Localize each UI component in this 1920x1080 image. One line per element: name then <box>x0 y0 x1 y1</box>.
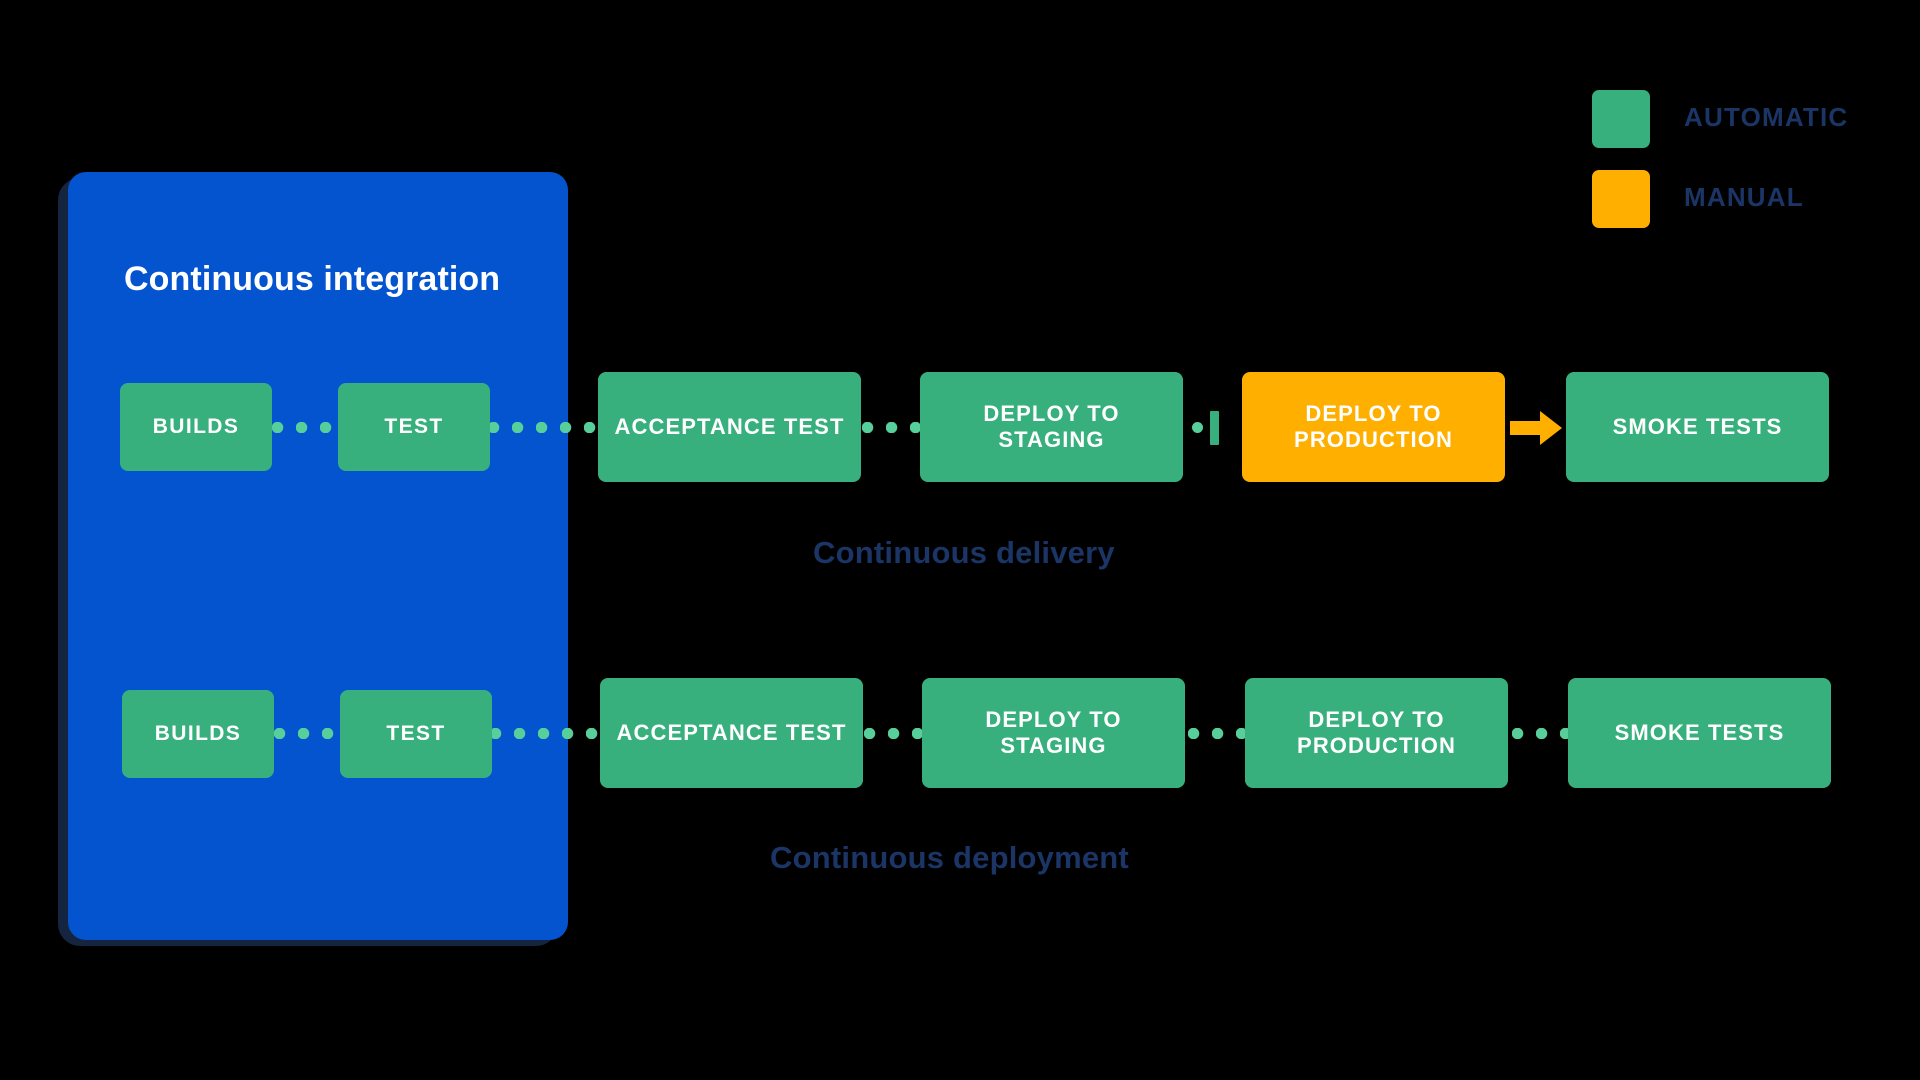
connector-dotted-r1-builds-test <box>272 422 340 433</box>
legend-label-automatic: AUTOMATIC <box>1684 102 1849 132</box>
connector-dotted-r1-acceptance-staging <box>862 422 924 433</box>
connector-dotted-r2-builds-test <box>274 728 342 739</box>
stage-label: BUILDS <box>152 414 240 438</box>
connector-dotted-r2-test-acceptance <box>490 728 600 739</box>
connector-dotted-r2-acceptance-staging <box>864 728 926 739</box>
pipeline-caption-continuous-deployment: Continuous deployment <box>770 840 1129 875</box>
stage-r1-smoke-tests[interactable]: SMOKE TESTS <box>1566 372 1829 482</box>
orange-swatch-icon <box>1592 170 1650 228</box>
legend-label-manual: MANUAL <box>1684 182 1804 212</box>
connector-dotted-r2-production-smoke <box>1512 728 1574 739</box>
connector-dotted-r1-test-acceptance <box>488 422 598 433</box>
stage-r2-smoke-tests[interactable]: SMOKE TESTS <box>1568 678 1831 788</box>
connector-dotted-r2-staging-production <box>1188 728 1250 739</box>
stage-r2-acceptance-test[interactable]: ACCEPTANCE TEST <box>600 678 863 788</box>
stage-r2-deploy-to-production[interactable]: DEPLOY TO PRODUCTION <box>1245 678 1508 788</box>
stage-r1-acceptance-test[interactable]: ACCEPTANCE TEST <box>598 372 861 482</box>
stage-r1-deploy-to-staging[interactable]: DEPLOY TO STAGING <box>920 372 1183 482</box>
stage-r1-deploy-to-production[interactable]: DEPLOY TO PRODUCTION <box>1242 372 1505 482</box>
connector-gate-dot-r1 <box>1192 422 1203 433</box>
stage-r1-builds[interactable]: BUILDS <box>120 383 272 471</box>
arrow-head-icon-r1 <box>1540 411 1562 445</box>
stage-label: DEPLOY TO STAGING <box>983 401 1120 452</box>
stage-label: TEST <box>386 721 446 745</box>
stage-r2-builds[interactable]: BUILDS <box>122 690 274 778</box>
stage-label: DEPLOY TO PRODUCTION <box>1294 401 1453 452</box>
stage-r2-test[interactable]: TEST <box>340 690 492 778</box>
stage-label: SMOKE TESTS <box>1612 414 1783 440</box>
stage-label: ACCEPTANCE TEST <box>616 720 847 746</box>
arrow-shaft-r1 <box>1510 421 1540 435</box>
stage-label: BUILDS <box>154 721 242 745</box>
stage-r2-deploy-to-staging[interactable]: DEPLOY TO STAGING <box>922 678 1185 788</box>
stage-r1-test[interactable]: TEST <box>338 383 490 471</box>
green-swatch-icon <box>1592 90 1650 148</box>
stage-label: SMOKE TESTS <box>1614 720 1785 746</box>
pipeline-caption-continuous-delivery: Continuous delivery <box>813 535 1115 570</box>
stage-label: TEST <box>384 414 444 438</box>
stage-label: DEPLOY TO PRODUCTION <box>1297 707 1456 758</box>
ci-panel-title: Continuous integration <box>124 260 501 298</box>
stage-label: DEPLOY TO STAGING <box>985 707 1122 758</box>
ci-panel <box>68 172 568 940</box>
connector-manual-gate-icon-r1 <box>1210 411 1219 445</box>
stage-label: ACCEPTANCE TEST <box>614 414 845 440</box>
